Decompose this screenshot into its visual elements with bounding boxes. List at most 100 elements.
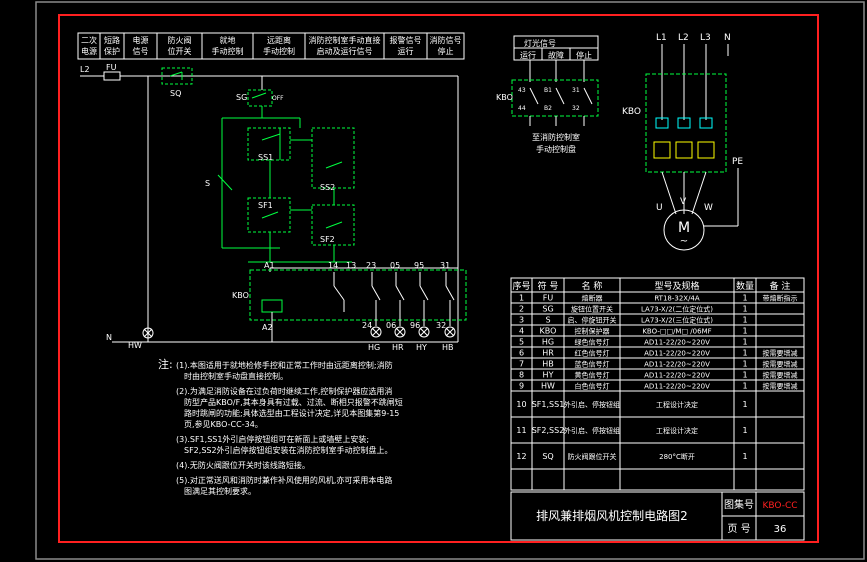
header-cell-6-line-0: 消防控制室手动直接 xyxy=(309,35,381,45)
bom-header-4: 数量 xyxy=(736,280,754,292)
bom-cell-0-4: 1 xyxy=(742,294,747,303)
label-hg: HG xyxy=(368,343,380,352)
bom-cell-7-0: 8 xyxy=(519,371,524,380)
bom-cell-0-2: 熔断器 xyxy=(582,294,603,303)
control-circuit-green xyxy=(161,67,355,263)
remote-panel-labels: 灯光信号 运行 故障 停止 KBO 43 44 B1 B2 31 32 至消防控… xyxy=(496,38,592,154)
remote-caption-1: 至消防控制室 xyxy=(532,132,580,142)
atlas-label: 图集号 xyxy=(724,498,754,511)
signal-lamps xyxy=(142,326,456,339)
label-96: 96 xyxy=(410,321,420,330)
label-sg: SG xyxy=(236,93,247,102)
label-off: OFF xyxy=(272,95,284,102)
header-cell-1-line-1: 保护 xyxy=(104,46,120,56)
bom-cell-2-4: 1 xyxy=(742,316,747,325)
label-sq: SQ xyxy=(170,89,181,98)
header-cell-0-line-0: 二次 xyxy=(81,35,97,45)
bom-cell-6-5: 按需要增减 xyxy=(763,360,798,369)
outer-border xyxy=(35,1,865,560)
power-w: W xyxy=(704,203,713,213)
bom-cell-1-4: 1 xyxy=(742,305,747,314)
remote-43: 43 xyxy=(518,87,526,94)
page-value: 36 xyxy=(774,524,787,535)
label-24: 24 xyxy=(362,321,372,330)
bom-cell-3-2: 控制保护器 xyxy=(575,327,610,336)
header-cell-5-line-0: 远距离 xyxy=(267,35,291,45)
label-hb: HB xyxy=(442,343,454,352)
bom-cell-8-0: 9 xyxy=(519,382,524,391)
lamp-hb xyxy=(444,326,456,338)
power-circuit xyxy=(645,44,739,251)
power-breakers xyxy=(653,117,715,159)
bom-header-5: 备 注 xyxy=(770,280,791,292)
note-5-line: (5).对正常送风和消防时兼作补风使用的风机,亦可采用本电路 xyxy=(176,475,392,485)
bom-cell-11-1: SQ xyxy=(542,452,553,461)
remote-caption-2: 手动控制盘 xyxy=(536,144,576,154)
label-hr: HR xyxy=(392,343,404,352)
label-hy: HY xyxy=(416,343,427,352)
power-labels: L1 L2 L3 N KBO PE U V W M ~ xyxy=(622,33,743,247)
bom-cell-8-1: HW xyxy=(541,382,555,391)
bom-cell-1-0: 2 xyxy=(519,305,524,314)
power-pe: PE xyxy=(732,157,743,167)
label-23: 23 xyxy=(366,261,376,270)
page-label: 页 号 xyxy=(727,523,750,535)
bom-header-1: 符 号 xyxy=(538,280,559,292)
bom-cell-7-2: 黄色信号灯 xyxy=(575,371,610,380)
note-1-line: (1).本图适用于就地检修手控和正常工作时由远距离控制;消防 xyxy=(176,360,393,370)
kbo-contacts xyxy=(271,272,455,342)
note-4-line: (4).无防火阀跟位开关时该线路短接。 xyxy=(176,460,310,470)
header-cell-5-line-1: 手动控制 xyxy=(263,46,295,56)
remote-b1: B1 xyxy=(544,87,552,94)
bom-cell-0-1: FU xyxy=(543,294,554,303)
bom-cell-5-5: 按需要增减 xyxy=(763,349,798,358)
header-cell-3-line-0: 防火阀 xyxy=(168,35,192,45)
lamp-hy xyxy=(418,326,430,338)
bom-cell-5-4: 1 xyxy=(742,349,747,358)
title-block-grid xyxy=(510,491,805,541)
lamp-hr xyxy=(394,326,406,338)
bom-cell-6-4: 1 xyxy=(742,360,747,369)
control-labels: L2 FU SQ SG OFF S SS1 SS2 SF1 SF2 KBO A1… xyxy=(80,63,454,352)
bom-cell-2-1: S xyxy=(545,316,550,325)
header-cell-6-line-1: 启动及运行信号 xyxy=(317,46,373,56)
label-n: N xyxy=(106,333,112,342)
power-n: N xyxy=(724,33,731,43)
label-s: S xyxy=(205,179,210,188)
bom-cell-4-0: 5 xyxy=(519,338,524,347)
header-cell-3-line-1: 位开关 xyxy=(168,46,192,56)
label-95: 95 xyxy=(414,261,424,270)
remote-31: 31 xyxy=(572,87,580,94)
notes-title: 注: xyxy=(158,357,173,371)
title-block-text: 排风兼排烟风机控制电路图2 图集号 KBO-CC 页 号 36 xyxy=(536,498,797,535)
note-3-line: (3).SF1,SS1外引启停按钮组可在新面上或墙壁上安装; xyxy=(176,434,369,444)
bom-cell-3-0: 4 xyxy=(519,327,524,336)
lamp-hw xyxy=(142,327,154,339)
bom-cell-11-3: 280°C断开 xyxy=(659,452,695,461)
label-31: 31 xyxy=(440,261,450,270)
bom-cell-0-5: 带熔断指示 xyxy=(763,294,798,303)
bom-cell-11-0: 12 xyxy=(516,452,526,461)
power-u: U xyxy=(656,203,663,213)
bom-cell-1-1: SG xyxy=(542,305,553,314)
remote-32: 32 xyxy=(572,105,580,112)
header-cell-7-line-0: 报警信号 xyxy=(390,35,422,45)
label-a1: A1 xyxy=(264,261,275,270)
bom-cell-1-2: 旋钮位置开关 xyxy=(571,305,613,314)
header-cell-2-line-0: 电源 xyxy=(133,35,149,45)
power-l1: L1 xyxy=(656,33,667,43)
bom-cell-9-1: SF1,SS1 xyxy=(532,400,565,409)
header-cell-4-line-1: 手动控制 xyxy=(212,46,244,56)
bom-cell-10-0: 11 xyxy=(516,426,526,435)
label-14: 14 xyxy=(328,261,338,270)
bom-cell-8-3: AD11-22/20~220V xyxy=(644,383,710,391)
bom-cell-3-1: KBO xyxy=(540,327,557,336)
bom-cell-3-3: KBO-□□/M□ /06MF xyxy=(642,328,711,336)
bom-cell-1-3: LA73-X/2(二位定位式) xyxy=(641,305,713,314)
bom-cell-7-5: 按需要增减 xyxy=(763,371,798,380)
drawing-title: 排风兼排烟风机控制电路图2 xyxy=(536,508,688,523)
bom-cell-6-1: HB xyxy=(542,360,554,369)
bom-cell-2-3: LA73-X/2(三位定位式) xyxy=(641,316,713,325)
bom-cell-6-2: 蓝色信号灯 xyxy=(575,360,610,369)
header-cell-2-line-1: 信号 xyxy=(133,46,149,56)
